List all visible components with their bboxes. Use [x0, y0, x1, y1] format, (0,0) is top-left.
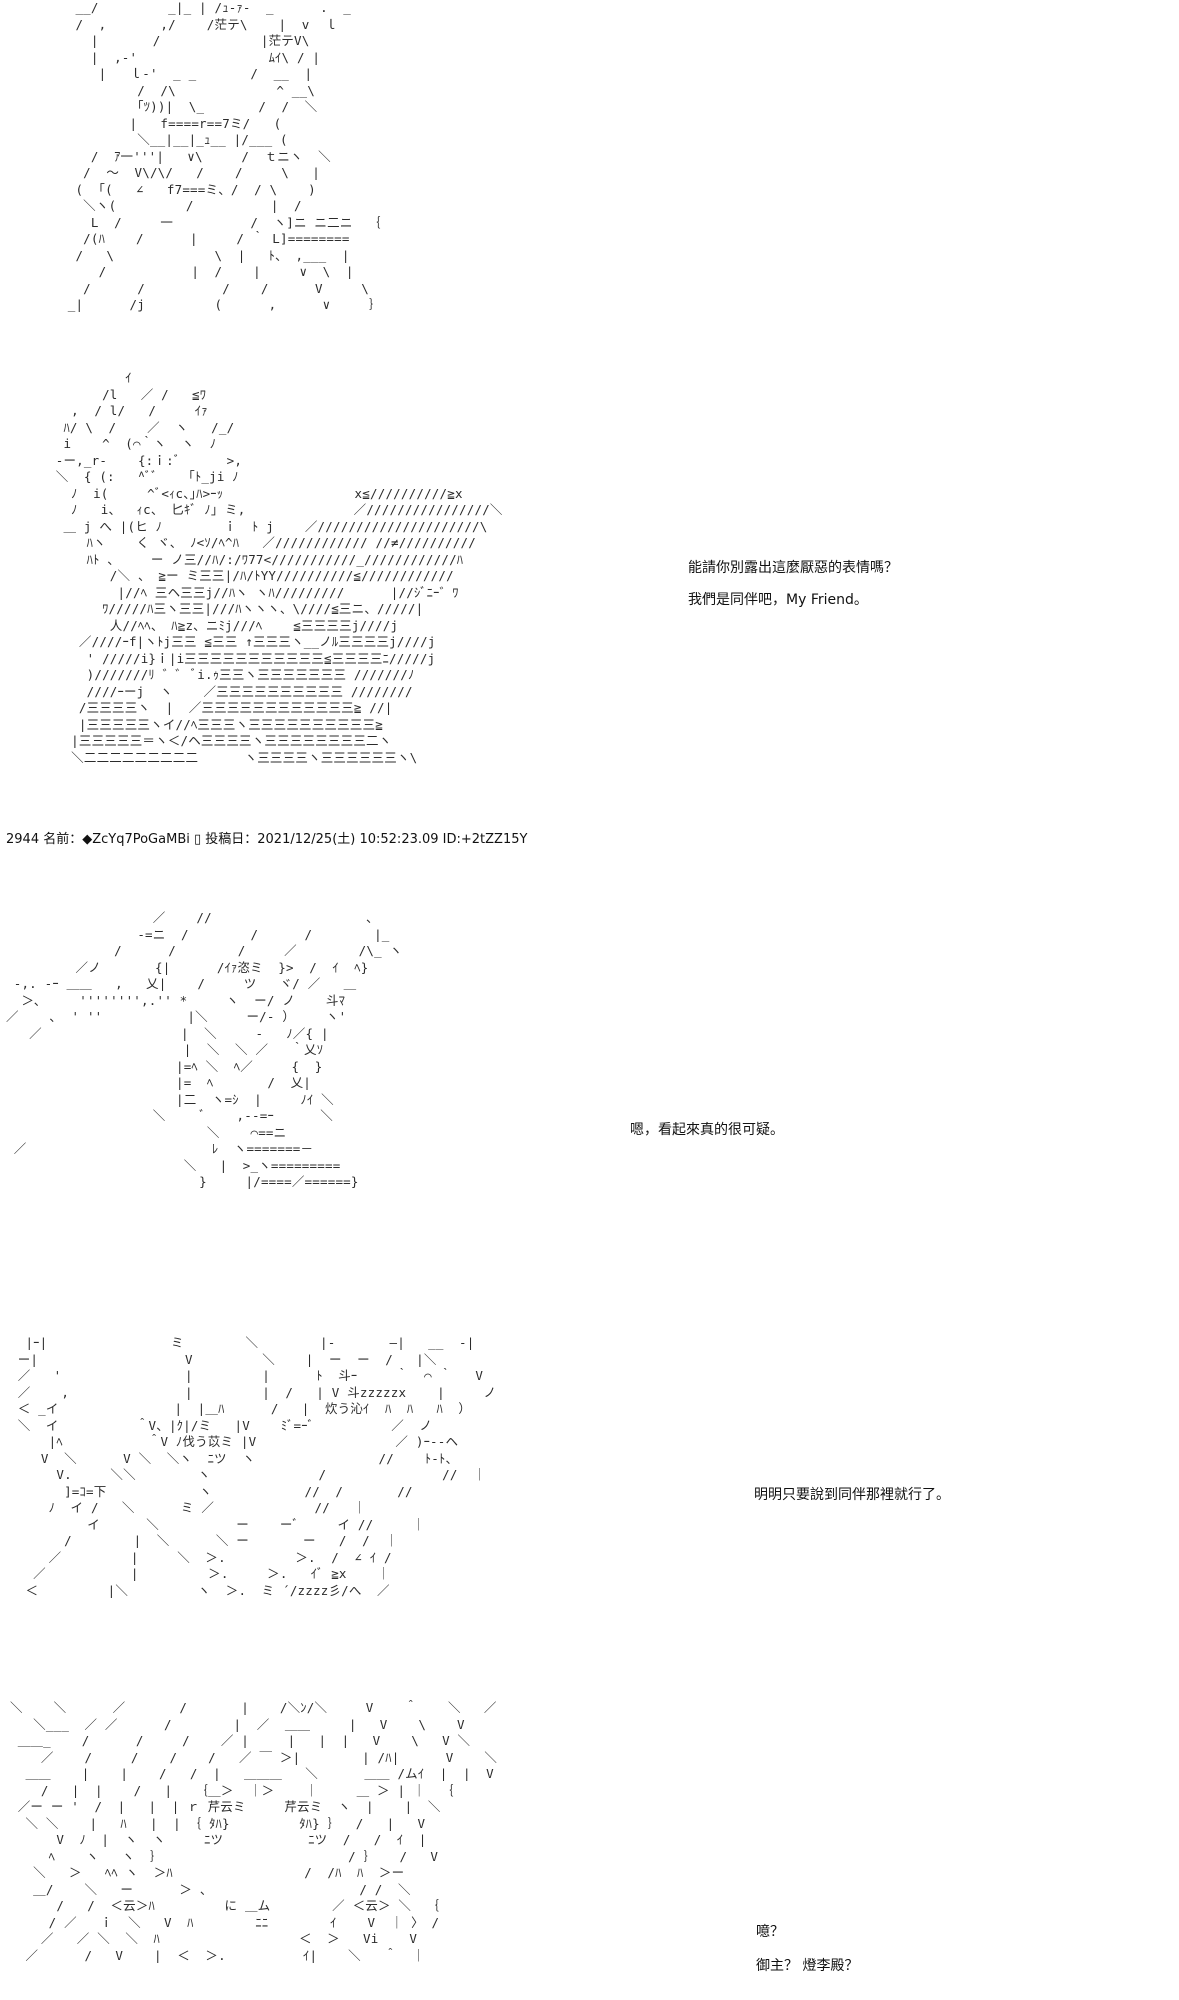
dialogue-line: 御主？ 燈李殿？ [756, 1958, 859, 1974]
aa-panel-4: |ｰ| ミ ＼ |- ―| __ -| ー| V ＼ | ー ー / |＼ ／ … [0, 1335, 1179, 1655]
dialogue-line: 嗯，看起來真的很可疑。 [630, 1122, 784, 1138]
dialogue-box: 明明只要說到同伴那裡就行了。 [754, 1485, 950, 1505]
aa-panel-1: __/ _|_ | /ｭ-ｧ- _ . _ / , ,/ /茫テ\ | v ｌ … [0, 0, 1179, 330]
ascii-art-character-4: |ｰ| ミ ＼ |- ―| __ -| ー| V ＼ | ー ー / |＼ ／ … [17, 1335, 497, 1598]
ascii-art-character-1: __/ _|_ | /ｭ-ｧ- _ . _ / , ,/ /茫テ\ | v ｌ … [67, 0, 382, 312]
ascii-art-character-2: ｲ /l ／ / ≦ﾜ , / l/ / ｲｧ ﾊ/ \ / ／ ヽ /_/ i… [55, 370, 503, 765]
dialogue-box: 噫？ 御主？ 燈李殿？ [756, 1922, 858, 1976]
ascii-art-character-5: ＼ ＼ ／ / | /＼ﾝ/＼ V ＾ ＼ ／ ＼___ ／ ／ / | ／ ＿… [10, 1700, 498, 1963]
aa-panel-2: ｲ /l ／ / ≦ﾜ , / l/ / ｲｧ ﾊ/ \ / ／ ヽ /_/ i… [0, 370, 1179, 810]
dialogue-box: 能請你別露出這麼厭惡的表情嗎？ 我們是同伴吧，My Friend。 [688, 558, 898, 610]
ascii-art-character-3: ／ // ､ -=ニ / / / |_ / / / ／ /\_ ヽ ／ノ {| … [6, 910, 403, 1189]
dialogue-line: 明明只要說到同伴那裡就行了。 [754, 1487, 950, 1503]
dialogue-line: 噫？ [756, 1924, 784, 1940]
post-header: 2944 名前：◆ZcYq7PoGaMBi ▯ 投稿日：2021/12/25(土… [6, 832, 528, 847]
dialogue-box: 嗯，看起來真的很可疑。 [630, 1120, 784, 1140]
dialogue-line: 能請你別露出這麼厭惡的表情嗎？ [688, 560, 898, 576]
aa-panel-5: ＼ ＼ ／ / | /＼ﾝ/＼ V ＾ ＼ ／ ＼___ ／ ／ / | ／ ＿… [0, 1700, 1179, 2000]
dialogue-line: 我們是同伴吧，My Friend。 [688, 592, 868, 608]
aa-panel-3: ／ // ､ -=ニ / / / |_ / / / ／ /\_ ヽ ／ノ {| … [0, 910, 1179, 1300]
